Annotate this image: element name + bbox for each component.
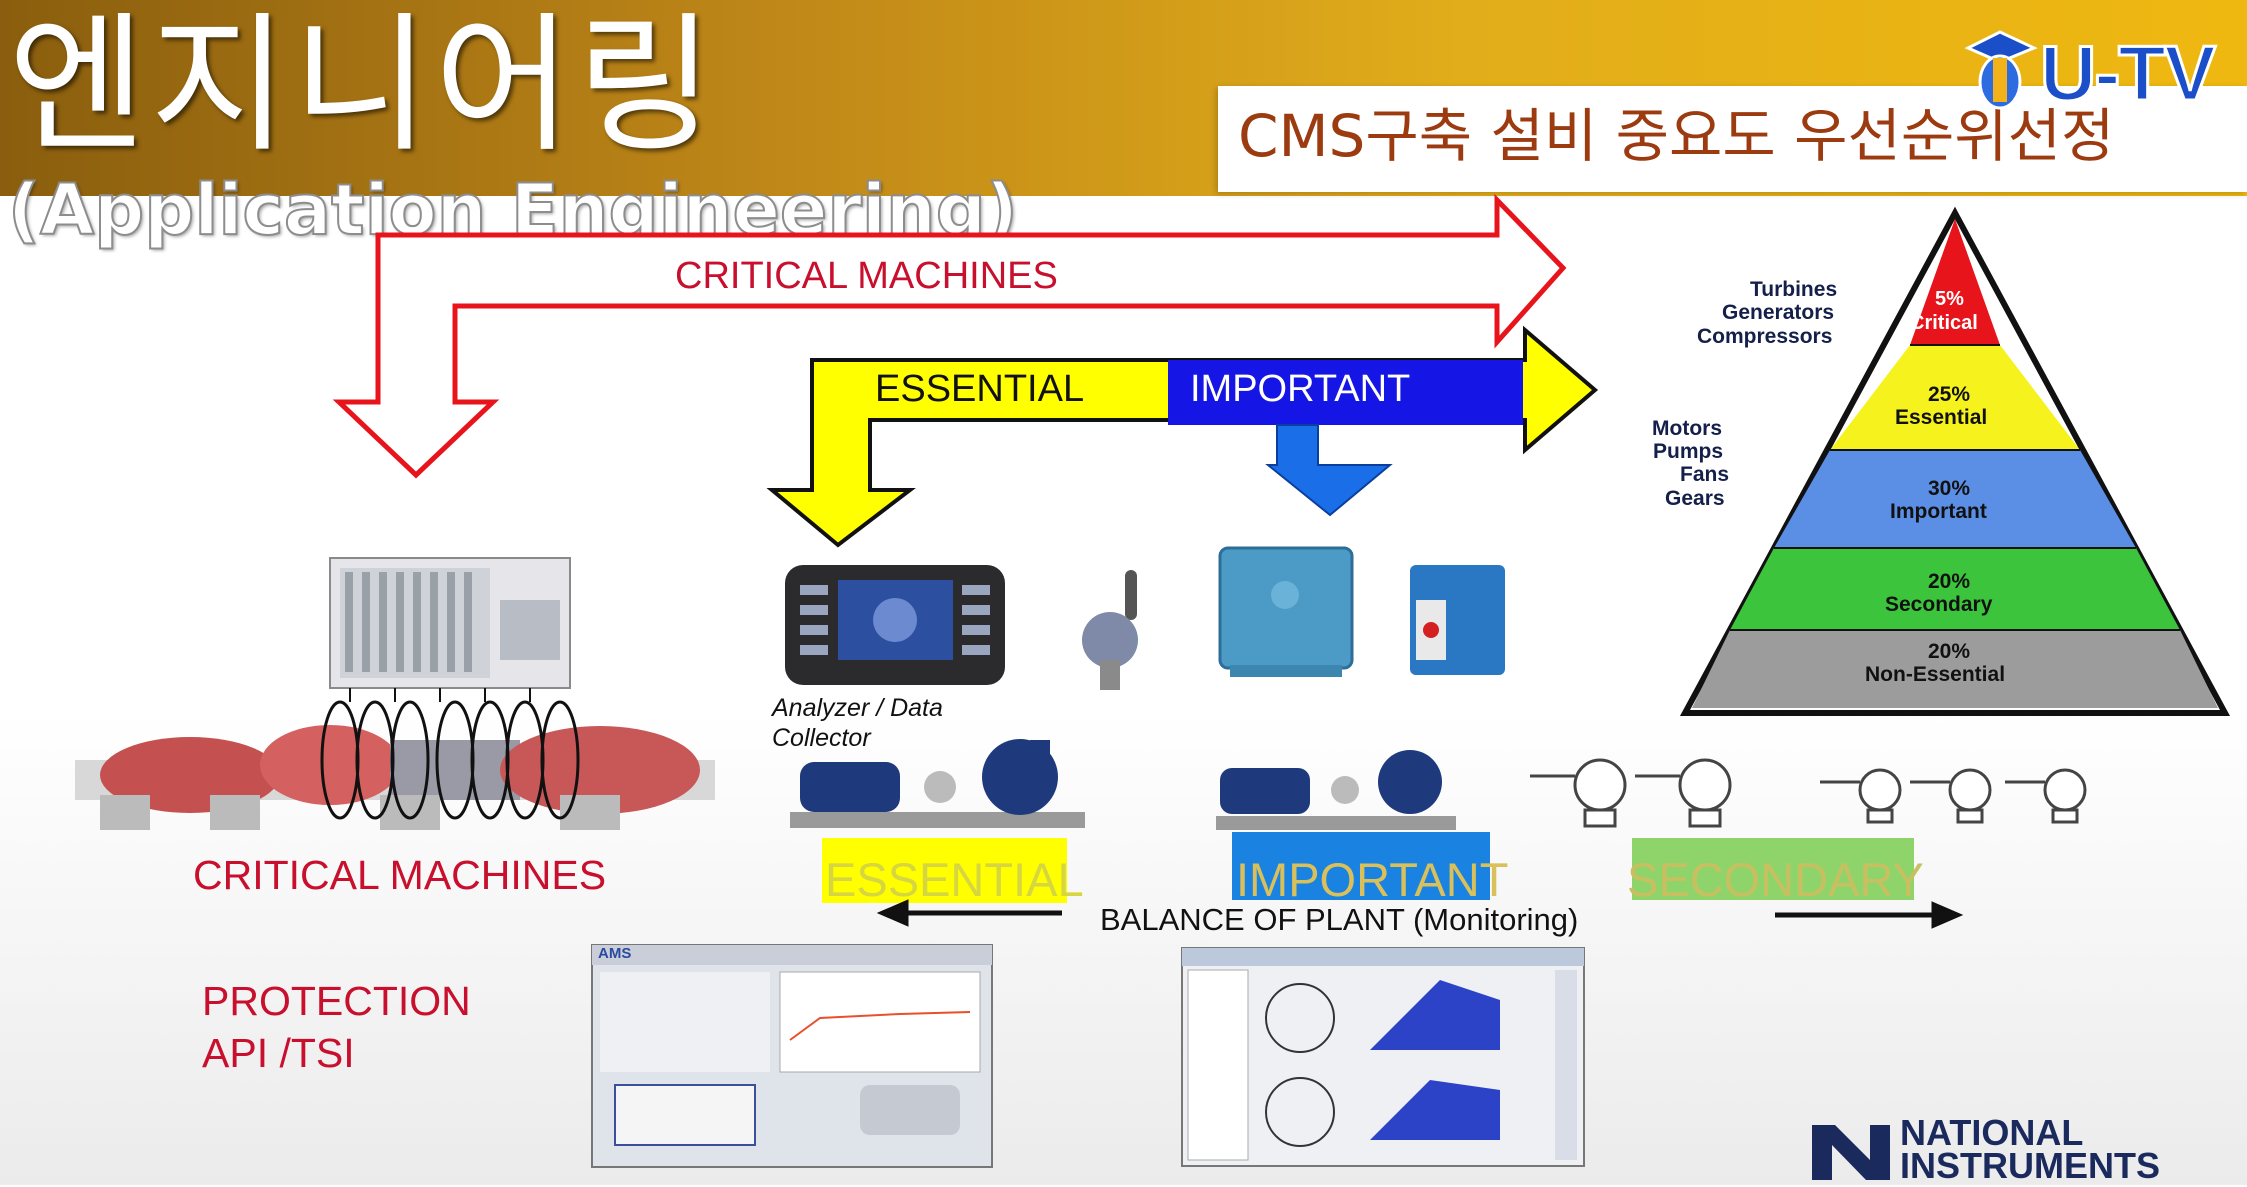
- turbine-train-image: [75, 688, 715, 830]
- pyramid-non-essential-percent: 20%: [1928, 640, 1971, 663]
- protection-label: PROTECTION: [202, 978, 471, 1024]
- pyramid-secondary-percent: 20%: [1928, 570, 1971, 593]
- pyramid-non-essential-name: Non-Essential: [1865, 663, 2006, 686]
- wireless-transmitter-image: [1082, 570, 1138, 690]
- pyramid-level-essential: [1830, 345, 2080, 450]
- critical-example-compressors: Compressors: [1697, 325, 1833, 348]
- critical-example-turbines: Turbines: [1750, 278, 1838, 301]
- spectrum-analysis-screen: [1181, 947, 1585, 1167]
- monitoring-box-image: [1218, 546, 1354, 677]
- pyramid-critical-percent: 5%: [1935, 288, 1964, 310]
- pyramid-essential-percent: 25%: [1928, 383, 1971, 406]
- essential-example-fans: Fans: [1680, 463, 1730, 486]
- api-tsi-label: API /TSI: [202, 1030, 355, 1076]
- balance-of-plant-arrows: [876, 899, 1964, 929]
- pyramid-essential-name: Essential: [1895, 406, 1988, 429]
- essential-example-gears: Gears: [1665, 487, 1725, 510]
- pyramid-level-non-essential: [1692, 630, 2218, 708]
- critical-machines-label: CRITICAL MACHINES: [193, 852, 607, 898]
- pyramid-critical-name: Critical: [1910, 312, 1978, 334]
- national-instruments-brand-line1: NATIONAL: [1900, 1112, 2084, 1153]
- fans-image: [1530, 758, 2087, 828]
- essential-label: ESSENTIAL: [825, 853, 1084, 906]
- analyzer-label-line2: Collector: [772, 724, 871, 752]
- national-instruments-brand-line2: INSTRUMENTS: [1900, 1145, 2160, 1186]
- critical-machines-arrow: [332, 193, 1567, 479]
- protection-rack-image: [329, 557, 571, 689]
- pyramid-level-critical: [1910, 219, 2000, 345]
- secondary-highlight: [1632, 838, 1914, 900]
- important-arrow-label: IMPORTANT: [1190, 368, 1411, 410]
- important-highlight: [1232, 832, 1490, 900]
- essential-pump-image: [790, 739, 1085, 828]
- important-pump-image: [1216, 750, 1456, 830]
- pyramid-level-important: [1774, 450, 2136, 548]
- topic-box: [1218, 86, 2247, 192]
- essential-example-pumps: Pumps: [1653, 440, 1724, 463]
- pyramid-secondary-name: Secondary: [1885, 593, 1993, 616]
- page-title: 엔지니어링: [8, 0, 719, 173]
- priority-pyramid: [1679, 206, 2231, 716]
- essential-example-motors: Motors: [1652, 417, 1722, 440]
- analyzer-image: [785, 565, 1005, 685]
- essential-arrow-label: ESSENTIAL: [875, 368, 1085, 410]
- pyramid-important-percent: 30%: [1928, 477, 1971, 500]
- essential-important-arrow: [766, 325, 1599, 548]
- essential-highlight: [822, 838, 1067, 903]
- critical-machines-arrow-label: CRITICAL MACHINES: [675, 255, 1058, 297]
- analyzer-label-line1: Analyzer / Data: [772, 694, 943, 722]
- important-label: IMPORTANT: [1236, 853, 1509, 906]
- national-instruments-logo-icon: [1812, 1125, 1890, 1180]
- critical-example-generators: Generators: [1722, 301, 1835, 324]
- pyramid-important-name: Important: [1890, 500, 1987, 523]
- din-rail-module-image: [1410, 565, 1505, 675]
- topic-title: CMS구축 설비 중요도 우선순위선정: [1238, 102, 2115, 170]
- balance-of-plant-label: BALANCE OF PLANT (Monitoring): [1100, 902, 1579, 937]
- secondary-label: SECONDARY: [1627, 853, 1924, 906]
- pyramid-level-secondary: [1730, 548, 2180, 630]
- channel-logo-text: U-TV: [2039, 28, 2218, 119]
- ams-screen-logo: AMS: [598, 945, 632, 962]
- ams-software-screen: [591, 944, 993, 1168]
